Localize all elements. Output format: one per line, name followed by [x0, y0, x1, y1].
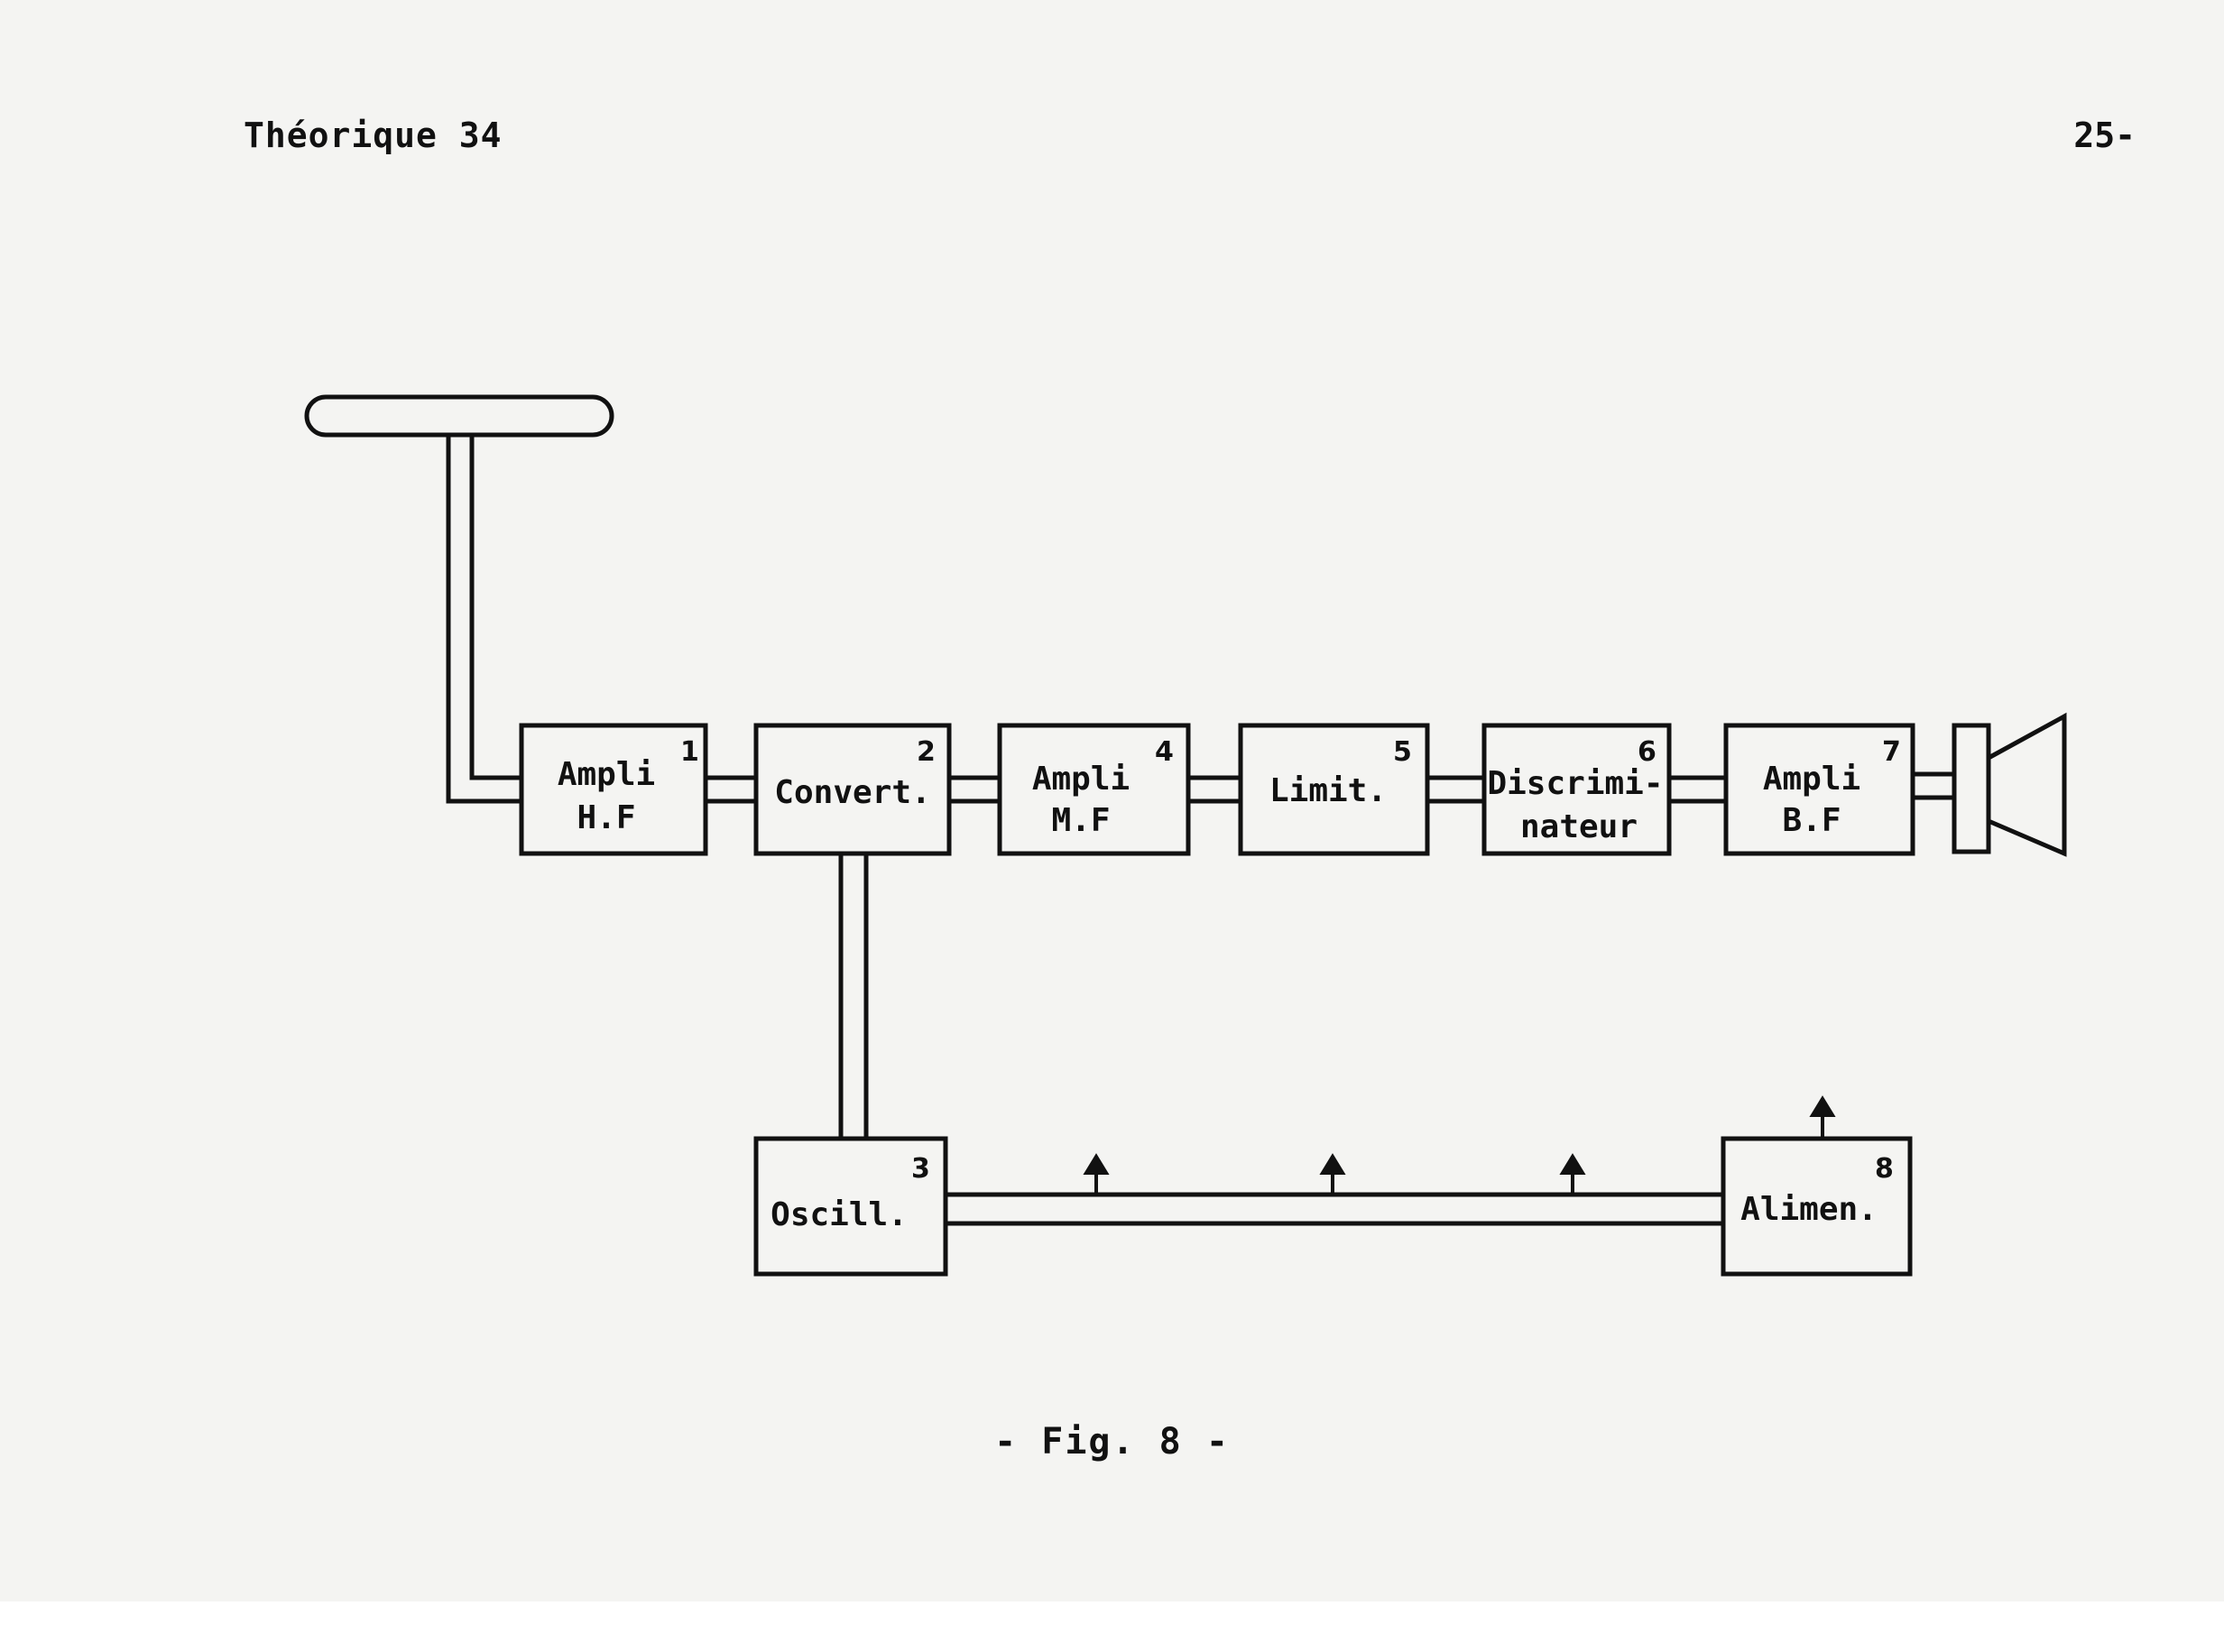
block-number: 1 — [680, 736, 699, 768]
block-number: 3 — [911, 1153, 930, 1185]
block-label: Ampli — [1763, 761, 1860, 798]
block-label: H.F — [577, 799, 635, 836]
block-number: 8 — [1875, 1153, 1894, 1185]
block-label: Convert. — [774, 774, 930, 811]
block-label: Ampli — [558, 756, 655, 793]
signal-connections — [706, 771, 1954, 1226]
block-label: B.F — [1782, 802, 1841, 839]
block-label: M.F — [1051, 802, 1110, 839]
page-header-title: Théorique 34 — [244, 115, 503, 155]
block-discriminateur: 6 Discrimi- nateur — [1481, 723, 1672, 856]
block-number: 6 — [1638, 736, 1656, 768]
block-label: nateur — [1520, 808, 1638, 845]
block-number: 2 — [917, 736, 936, 768]
loudspeaker-icon — [1952, 712, 2067, 857]
block-label: Oscill. — [771, 1196, 908, 1233]
block-convert: 2 Convert. — [753, 723, 952, 856]
page-number: 25- — [2073, 115, 2136, 155]
block-label: Discrimi- — [1487, 765, 1663, 802]
block-ampli-bf: 7 Ampli B.F — [1723, 723, 1915, 856]
block-number: 7 — [1882, 736, 1901, 768]
block-ampli-hf: 1 Ampli H.F — [519, 723, 708, 856]
block-label: Limit. — [1269, 772, 1387, 809]
block-label: Ampli — [1032, 761, 1130, 798]
block-number: 4 — [1155, 736, 1174, 768]
block-label: Alimen. — [1740, 1191, 1878, 1228]
block-number: 5 — [1393, 736, 1412, 768]
block-limit: 5 Limit. — [1238, 723, 1430, 856]
block-ampli-mf: 4 Ampli M.F — [997, 723, 1191, 856]
figure-caption: - Fig. 8 - — [994, 1421, 1230, 1463]
block-alimen: 8 Alimen. — [1721, 1136, 1913, 1277]
power-arrows — [1083, 1095, 1836, 1195]
antenna-icon — [304, 394, 614, 804]
scan-bottom-margin — [0, 1601, 2224, 1652]
block-oscill: 3 Oscill. — [753, 1136, 948, 1277]
